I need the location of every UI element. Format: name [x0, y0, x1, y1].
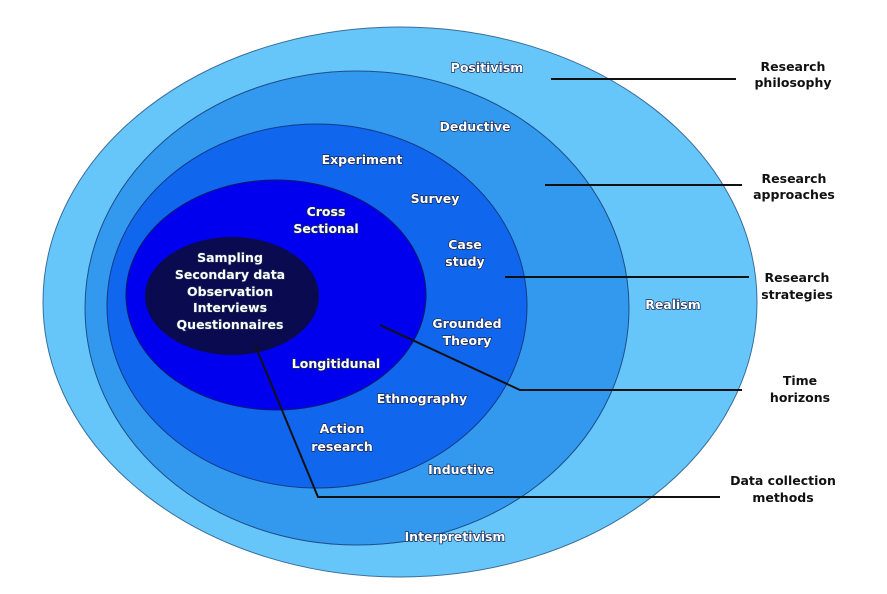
- label-survey: Survey: [411, 191, 460, 206]
- label-secondary-data: Secondary data: [175, 267, 285, 282]
- label-deductive: Deductive: [440, 119, 511, 134]
- label-experiment: Experiment: [322, 152, 403, 167]
- label-interpretivism: Interpretivism: [405, 529, 506, 544]
- connector-time-horizons: [379, 324, 742, 391]
- label-observation: Observation: [187, 284, 273, 299]
- label-action: Action: [320, 421, 365, 436]
- label-ethnography: Ethnography: [377, 391, 467, 406]
- label-theory: Theory: [443, 333, 492, 348]
- label-realism: Realism: [645, 297, 701, 312]
- label-positivism: Positivism: [451, 60, 524, 75]
- label-sampling: Sampling: [197, 250, 263, 265]
- callout-approaches-line1: Research: [762, 171, 827, 186]
- callout-time-line1: Time: [783, 373, 817, 388]
- callout-approaches-line2: approaches: [753, 187, 835, 202]
- callout-data-line1: Data collection: [730, 473, 836, 488]
- label-cross: Cross: [307, 204, 346, 219]
- callout-strategies-line1: Research: [765, 270, 830, 285]
- label-interviews: Interviews: [193, 300, 267, 315]
- callout-strategies-line2: strategies: [761, 287, 833, 302]
- label-study: study: [445, 254, 484, 269]
- callout-philosophy-line2: philosophy: [754, 75, 831, 90]
- layer-data-collection: [145, 237, 319, 355]
- connector-data-collection: [254, 344, 720, 498]
- callout-data-line2: methods: [752, 490, 813, 505]
- label-case: Case: [448, 237, 482, 252]
- callout-time-line2: horizons: [770, 390, 830, 405]
- label-grounded: Grounded: [432, 316, 501, 331]
- label-questionnaires: Questionnaires: [177, 317, 284, 332]
- label-sectional: Sectional: [293, 221, 358, 236]
- callout-philosophy-line1: Research: [761, 59, 826, 74]
- label-inductive: Inductive: [428, 462, 494, 477]
- label-longitudinal: Longitidunal: [292, 356, 380, 371]
- label-research: research: [311, 439, 372, 454]
